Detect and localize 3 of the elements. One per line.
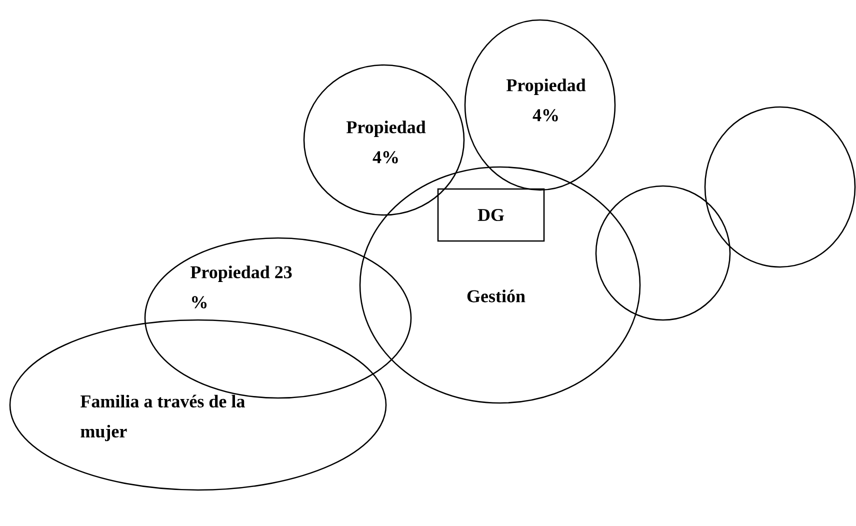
label-box: DG (437, 188, 545, 242)
ellipse (704, 106, 856, 268)
ellipse (595, 185, 731, 321)
